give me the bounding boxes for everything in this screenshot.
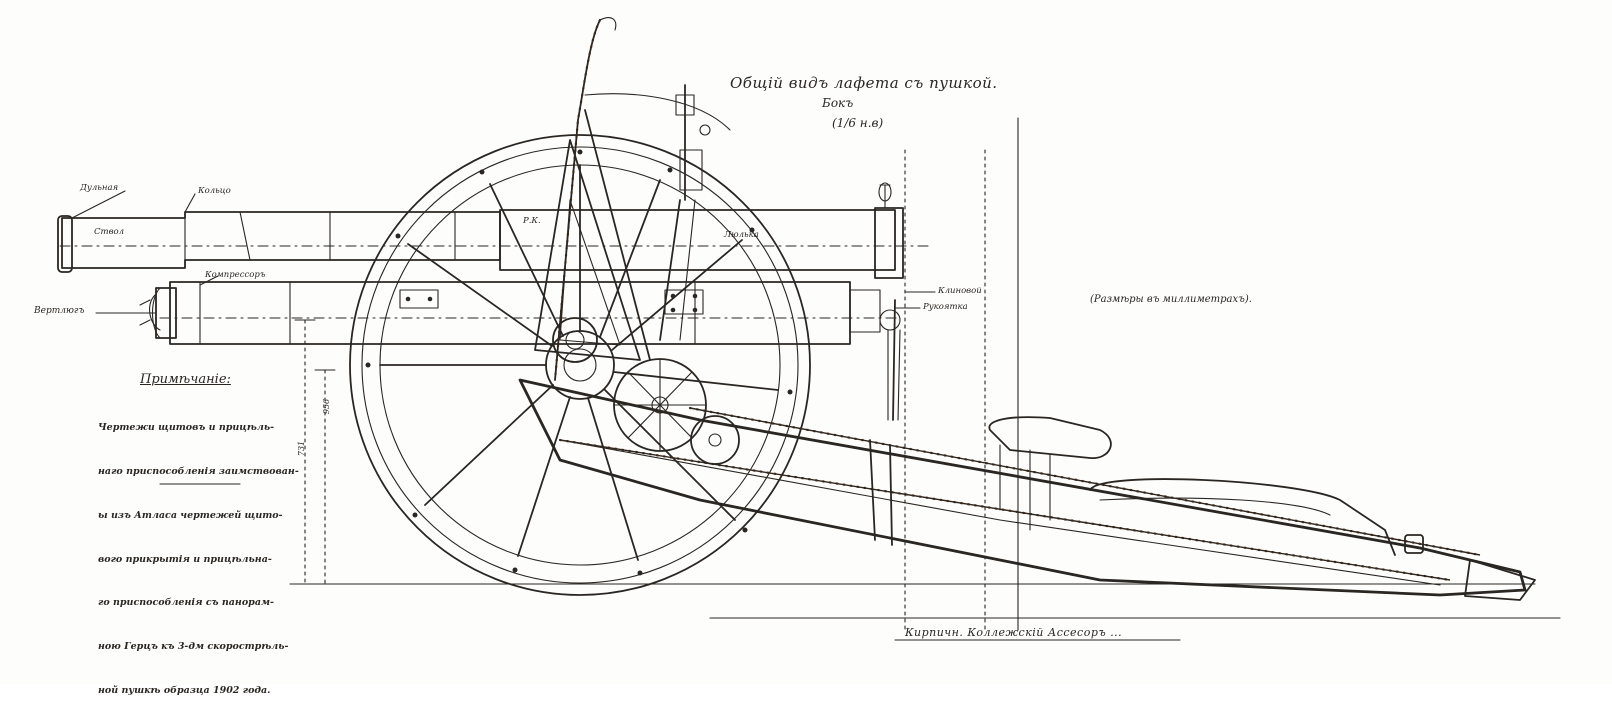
brace-rods <box>869 439 893 546</box>
barrel-muzzle <box>57 215 73 273</box>
label-barrel: Ствол <box>94 227 125 237</box>
cylinder-bands <box>199 281 696 345</box>
barrel-rear <box>499 209 896 271</box>
signature: Кирпичн. Коллежскій Ассесоръ ... <box>905 626 1123 639</box>
trail-inner-line <box>559 439 1441 586</box>
sight-knob <box>699 124 711 136</box>
label-handle: Рукоятка <box>923 302 968 312</box>
cylinder-front-cap <box>155 287 177 339</box>
shield-tip <box>599 17 617 31</box>
shield-triangle <box>534 139 641 361</box>
carriage-drawing <box>57 17 1561 641</box>
label-breech: Клиновой <box>938 286 982 296</box>
label-recoil: Компрессоръ <box>205 270 266 280</box>
note-line: го приспособленія съ панорам- <box>98 597 274 609</box>
gun-barrel <box>57 182 904 279</box>
drawing-scale: (1/6 н.в) <box>832 116 884 130</box>
wheel <box>349 134 811 596</box>
handwheel <box>613 358 707 452</box>
wheel-axle <box>563 348 597 382</box>
shield-strut <box>584 109 651 361</box>
barrel-forward <box>61 211 501 269</box>
trail-handle <box>1089 478 1396 556</box>
label-rk: Р.К. <box>523 216 541 226</box>
dimension-label-1: 956 <box>322 398 332 415</box>
dimensions-note: (Размѣры въ миллиметрахъ). <box>1090 294 1252 305</box>
barrel-hoops <box>329 211 456 261</box>
recoil-cylinder <box>169 281 851 345</box>
trunnion-gear <box>552 317 598 363</box>
traverse-wheel <box>690 415 740 465</box>
breech-handle <box>878 182 892 202</box>
drawing-subtitle: Бокъ <box>822 96 854 110</box>
trail <box>518 378 1536 601</box>
label-cradle: Люлька <box>724 230 759 240</box>
note-body: Чертежи щитовъ и прицѣль- наго приспособ… <box>98 392 299 713</box>
label-ring: Кольцо <box>198 186 231 196</box>
elevation-pivot <box>879 309 901 331</box>
note-line: Чертежи щитовъ и прицѣль- <box>98 422 275 434</box>
wheel-rim-inner <box>361 146 799 584</box>
trunnion-gear-hub <box>565 330 585 350</box>
shield-frame <box>534 17 731 382</box>
sight-body <box>679 149 703 191</box>
wheel-rim-outer <box>349 134 811 596</box>
label-muzzle: Дульная <box>80 183 119 193</box>
shield-edge-chain <box>553 18 602 382</box>
axle-seat <box>988 416 1112 531</box>
cradle <box>151 281 901 345</box>
rim-bolts <box>365 149 793 576</box>
shield-arc <box>584 93 731 131</box>
chain-upper <box>688 406 1482 557</box>
label-pivot: Вертлюгъ <box>34 306 85 316</box>
shield-edge-front <box>554 19 601 381</box>
elevating-screw <box>892 299 896 421</box>
front-spring <box>139 294 161 331</box>
breech-lever <box>879 184 891 209</box>
breech-block <box>874 207 904 279</box>
traverse-wheel-hub <box>708 433 722 447</box>
trail-spade <box>1464 559 1536 601</box>
note-line: ной пушкѣ образца 1902 года. <box>98 684 271 696</box>
seat-pad <box>988 416 1112 459</box>
dimension-label-2: 731 <box>297 440 307 457</box>
trail-handle-inner <box>1099 497 1331 516</box>
cradle-bracket-left <box>399 289 439 309</box>
cradle-rear-plate <box>849 289 881 333</box>
trail-body <box>518 378 1527 597</box>
note-heading: Примѣчаніе: <box>140 372 231 387</box>
elevating-screw-edges <box>887 329 901 421</box>
cradle-bracket-right <box>664 289 704 315</box>
note-line: ы изъ Атласа чертежей щито- <box>98 509 283 521</box>
chain-lower <box>558 438 1452 582</box>
leader-lines <box>71 190 936 314</box>
drawing-title: Общій видъ лафета съ пушкой. <box>730 74 998 92</box>
note-line: наго приспособленія заимствован- <box>98 465 299 477</box>
sight-head <box>675 94 695 116</box>
note-line: вого прикрытія и прицѣльна- <box>98 553 272 565</box>
drawing-sheet: Общій видъ лафета съ пушкой. Бокъ (1/6 н… <box>34 17 1561 696</box>
note-line: ною Герцъ къ 3-дм скорострѣль- <box>98 641 289 653</box>
barrel-band <box>239 211 251 261</box>
